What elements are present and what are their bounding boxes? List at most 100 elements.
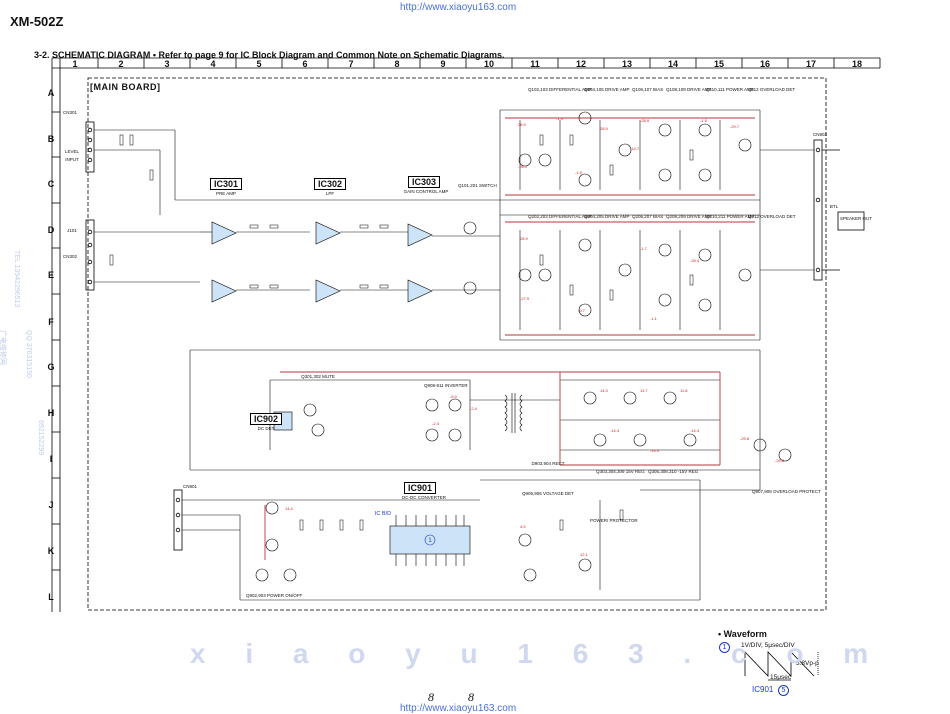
section-power-onoff: Q902,903 POWER ON/OFF <box>246 593 303 598</box>
section-switch: Q101,201 SWITCH <box>458 183 497 188</box>
label-level: LEVEL <box>64 149 79 154</box>
grid-col-13: 13 <box>621 59 632 69</box>
label-btl: BTL <box>829 204 839 209</box>
side-watermark-4: 892152299 <box>37 420 44 456</box>
source-url-top[interactable]: http://www.xiaoyu163.com <box>400 2 517 13</box>
grid-frame <box>51 57 881 612</box>
grid-col-17: 17 <box>805 59 816 69</box>
grid-row-G: G <box>47 362 55 372</box>
svg-text:14.4: 14.4 <box>285 506 294 511</box>
connector-cn903: CN903 <box>812 132 827 137</box>
transistor-symbols <box>255 111 792 582</box>
connector-j101: J101 <box>67 228 77 233</box>
svg-text:-29.7: -29.7 <box>730 124 740 129</box>
label-speaker-out: SPEAKER OUT <box>840 216 873 221</box>
grid-row-D: D <box>47 225 55 235</box>
signal-traces <box>94 109 814 601</box>
connector-cn301: CN301 <box>62 110 77 115</box>
waveform-trace <box>744 651 819 681</box>
section-rect: D903,904 RECT <box>531 461 565 466</box>
waveform-amplitude: 3.8Vp-p <box>796 660 819 667</box>
side-watermark-1: 广电维修网 <box>0 330 6 365</box>
svg-text:-29.8: -29.8 <box>775 458 785 463</box>
section-power-amp-top: Q110,111 POWER AMP <box>706 87 754 92</box>
ic301-function: PRE AMP <box>215 191 236 196</box>
connector-cn302: CN302 <box>62 254 77 259</box>
svg-text:-14.3: -14.3 <box>690 428 700 433</box>
svg-text:-5.0: -5.0 <box>450 394 458 399</box>
section-drive-amp-bot: Q204,205 DRIVE AMP <box>584 214 630 219</box>
svg-text:14.7: 14.7 <box>640 388 649 393</box>
grid-col-10: 10 <box>483 59 494 69</box>
input-connector <box>85 121 183 551</box>
source-url-bottom[interactable]: http://www.xiaoyu163.com <box>400 703 517 714</box>
grid-col-11: 11 <box>530 59 540 69</box>
main-board-label: [MAIN BOARD] <box>90 82 161 92</box>
grid-row-H: H <box>47 408 55 418</box>
section-inverter: Q908-911 INVERTER <box>424 383 468 388</box>
ic901-label: IC901 <box>404 482 437 494</box>
svg-text:-1.1: -1.1 <box>650 316 658 321</box>
section-overload-protect: Q907,908 OVERLOAD PROTECT <box>752 489 821 494</box>
ic901-pin-marker: 1 <box>428 538 432 544</box>
svg-text:-29.8: -29.8 <box>740 436 750 441</box>
svg-text:-1.5: -1.5 <box>700 118 708 123</box>
ic902-function: DC DET <box>257 426 275 431</box>
grid-col-3: 3 <box>164 59 170 69</box>
svg-text:-14.7: -14.7 <box>630 146 640 151</box>
grid-col-1: 1 <box>72 59 78 69</box>
main-board-outline <box>87 77 827 611</box>
grid-col-2: 2 <box>118 59 124 69</box>
power-rails <box>264 117 755 560</box>
svg-text:11.8: 11.8 <box>680 388 688 393</box>
svg-text:14.3: 14.3 <box>600 388 609 393</box>
svg-text:28.9: 28.9 <box>600 126 609 131</box>
grid-col-5: 5 <box>256 59 262 69</box>
waveform-period: 15μsec <box>770 674 792 681</box>
grid-col-4: 4 <box>210 59 216 69</box>
connector-cn901: CN901 <box>182 484 197 489</box>
svg-text:-28.1: -28.1 <box>518 164 528 169</box>
svg-text:-1.5: -1.5 <box>556 116 564 121</box>
section-bias-bot: Q206,207 BIAS <box>632 214 664 219</box>
grid-row-I: I <box>49 454 53 464</box>
ic302-function: LPF <box>325 191 335 196</box>
waveform-pin: 5 <box>778 685 789 696</box>
watermark-text: x i a o y u 1 6 3 . c o m <box>190 638 885 669</box>
model-title: XM-502Z <box>10 14 64 29</box>
svg-text:-14.3: -14.3 <box>610 428 620 433</box>
grid-row-K: K <box>47 546 55 556</box>
section-power-protector: POWER/ PROTECTOR <box>590 518 638 523</box>
grid-row-A: A <box>47 88 55 98</box>
grid-col-18: 18 <box>851 59 862 69</box>
grid-row-J: J <box>48 500 54 510</box>
waveform-title: • Waveform <box>718 629 767 639</box>
output-connector <box>813 139 865 281</box>
side-watermark-3: QQ 376315150 <box>25 330 32 378</box>
svg-text:-0.7: -0.7 <box>578 308 586 313</box>
ic303-function: GAIN CONTROL AMP <box>403 189 449 194</box>
svg-text:28.9: 28.9 <box>518 122 527 127</box>
svg-text:28.9: 28.9 <box>520 236 529 241</box>
waveform-ic: IC901 <box>752 685 774 694</box>
grid-col-8: 8 <box>394 59 400 69</box>
waveform-marker: 1 <box>719 642 730 653</box>
ic303-label: IC303 <box>408 176 441 188</box>
opamp-symbols <box>211 221 433 431</box>
grid-row-F: F <box>48 317 54 327</box>
section-diff-amp-top: Q102,103 DIFFERENTIAL AMP <box>528 87 592 92</box>
svg-text:-1.5: -1.5 <box>575 170 583 175</box>
svg-text:-2.4: -2.4 <box>432 421 440 426</box>
transformer-symbol <box>504 393 523 433</box>
grid-col-15: 15 <box>713 59 724 69</box>
grid-row-C: C <box>47 179 55 189</box>
svg-text:-28.9: -28.9 <box>640 118 650 123</box>
svg-text:-2.4: -2.4 <box>470 406 478 411</box>
section-power-amp-bot: Q210,211 POWER AMP <box>706 214 755 219</box>
section-15v-reg: Q303,304,309 15V REG <box>596 469 645 474</box>
section-heading: 3-2. SCHEMATIC DIAGRAM • Refer to page 9… <box>34 50 505 60</box>
svg-text:4.5: 4.5 <box>520 524 526 529</box>
ic-block-diagram-tag: IC B/D <box>374 511 392 517</box>
grid-col-16: 16 <box>759 59 770 69</box>
